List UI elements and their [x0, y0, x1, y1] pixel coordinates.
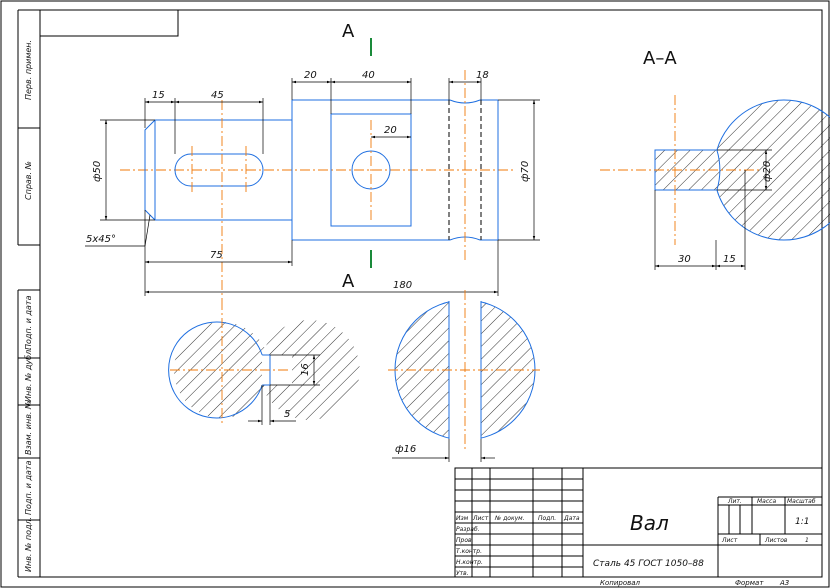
sheet-label: Лист	[721, 537, 738, 544]
footer-copied: Копировал	[600, 579, 641, 587]
dimension-labels-main: 15 45 20 40 18 20 ф50 ф70 5х45° 75 180	[86, 70, 531, 291]
dimension-labels-keyway: 16 5	[284, 363, 311, 420]
col-list: Лист	[472, 515, 489, 522]
dim-30: 30	[678, 254, 691, 265]
title-block	[454, 467, 823, 578]
footer-format: Формат	[735, 579, 764, 587]
col-izm: Изм	[456, 515, 469, 522]
sheets-label: Листов	[764, 537, 788, 544]
dimensions-main	[85, 78, 540, 296]
dim-18: 18	[476, 70, 489, 81]
lit-label: Лит.	[727, 498, 742, 505]
masshtab-label: Масштаб	[787, 498, 816, 505]
dim-20b: 20	[384, 125, 397, 136]
row-nkontr: Н.контр.	[456, 559, 483, 566]
section-mark-top: A	[342, 21, 355, 42]
footer-format-value: А3	[779, 579, 789, 587]
row-utv: Утв.	[456, 570, 469, 577]
scale-value: 1:1	[795, 517, 809, 527]
dim-180: 180	[393, 280, 412, 291]
dimensions-keyway	[248, 354, 320, 425]
strip-label-sprav: Справ. №	[24, 161, 33, 200]
strip-label-vzam: Взам. инв. №	[24, 401, 33, 455]
dim-15: 15	[152, 90, 165, 101]
col-doc: № докум.	[494, 515, 525, 522]
strip-label-podp1: Подп. и дата	[24, 295, 33, 350]
dim-75: 75	[210, 250, 223, 261]
shaft-main-view: A A	[120, 21, 515, 300]
section-mark-bottom: A	[342, 271, 355, 292]
strip-label-podl: Инв. № подл.	[24, 517, 33, 572]
section-a-a: A–A	[600, 48, 830, 245]
row-prov: Пров.	[456, 537, 474, 544]
dimension-labels-section-a: ф20 30 15	[678, 161, 773, 265]
dim-40: 40	[362, 70, 375, 81]
section-keyway	[168, 300, 360, 425]
part-name: Вал	[630, 511, 669, 535]
title-block-text: Изм Лист № докум. Подп. Дата Разраб. Про…	[456, 498, 816, 577]
footer: Копировал Формат А3	[600, 579, 789, 587]
dim-dia50: ф50	[92, 161, 103, 182]
col-sign: Подп.	[538, 515, 556, 522]
row-razrab: Разраб.	[456, 526, 480, 533]
dim-chamfer: 5х45°	[86, 234, 116, 245]
section-hole	[388, 290, 540, 450]
dimension-labels-hole: ф16	[395, 444, 416, 455]
strip-label-dubl: Инв. № дубл.	[24, 347, 33, 402]
section-title: A–A	[643, 48, 677, 69]
dim-16: 16	[300, 363, 311, 376]
dim-dia70: ф70	[520, 161, 531, 182]
strip-label-podp2: Подп. и дата	[24, 460, 33, 515]
dim-dia16: ф16	[395, 444, 416, 455]
col-date: Дата	[563, 515, 580, 522]
dimensions-hole	[392, 439, 495, 462]
strip-label-perv: Перв. примен.	[24, 40, 33, 100]
left-strip: Перв. примен. Справ. № Подп. и дата Инв.…	[24, 40, 33, 572]
dim-dia20: ф20	[762, 161, 773, 182]
row-tkontr: Т.контр.	[456, 548, 482, 555]
dim-15b: 15	[723, 254, 736, 265]
massa-label: Масса	[757, 498, 776, 505]
dimensions-section-a	[654, 149, 772, 270]
sheets-value: 1	[805, 537, 809, 544]
dim-20a: 20	[304, 70, 317, 81]
material: Сталь 45 ГОСТ 1050–88	[593, 559, 704, 569]
dim-45: 45	[211, 90, 224, 101]
dim-5: 5	[284, 409, 290, 420]
